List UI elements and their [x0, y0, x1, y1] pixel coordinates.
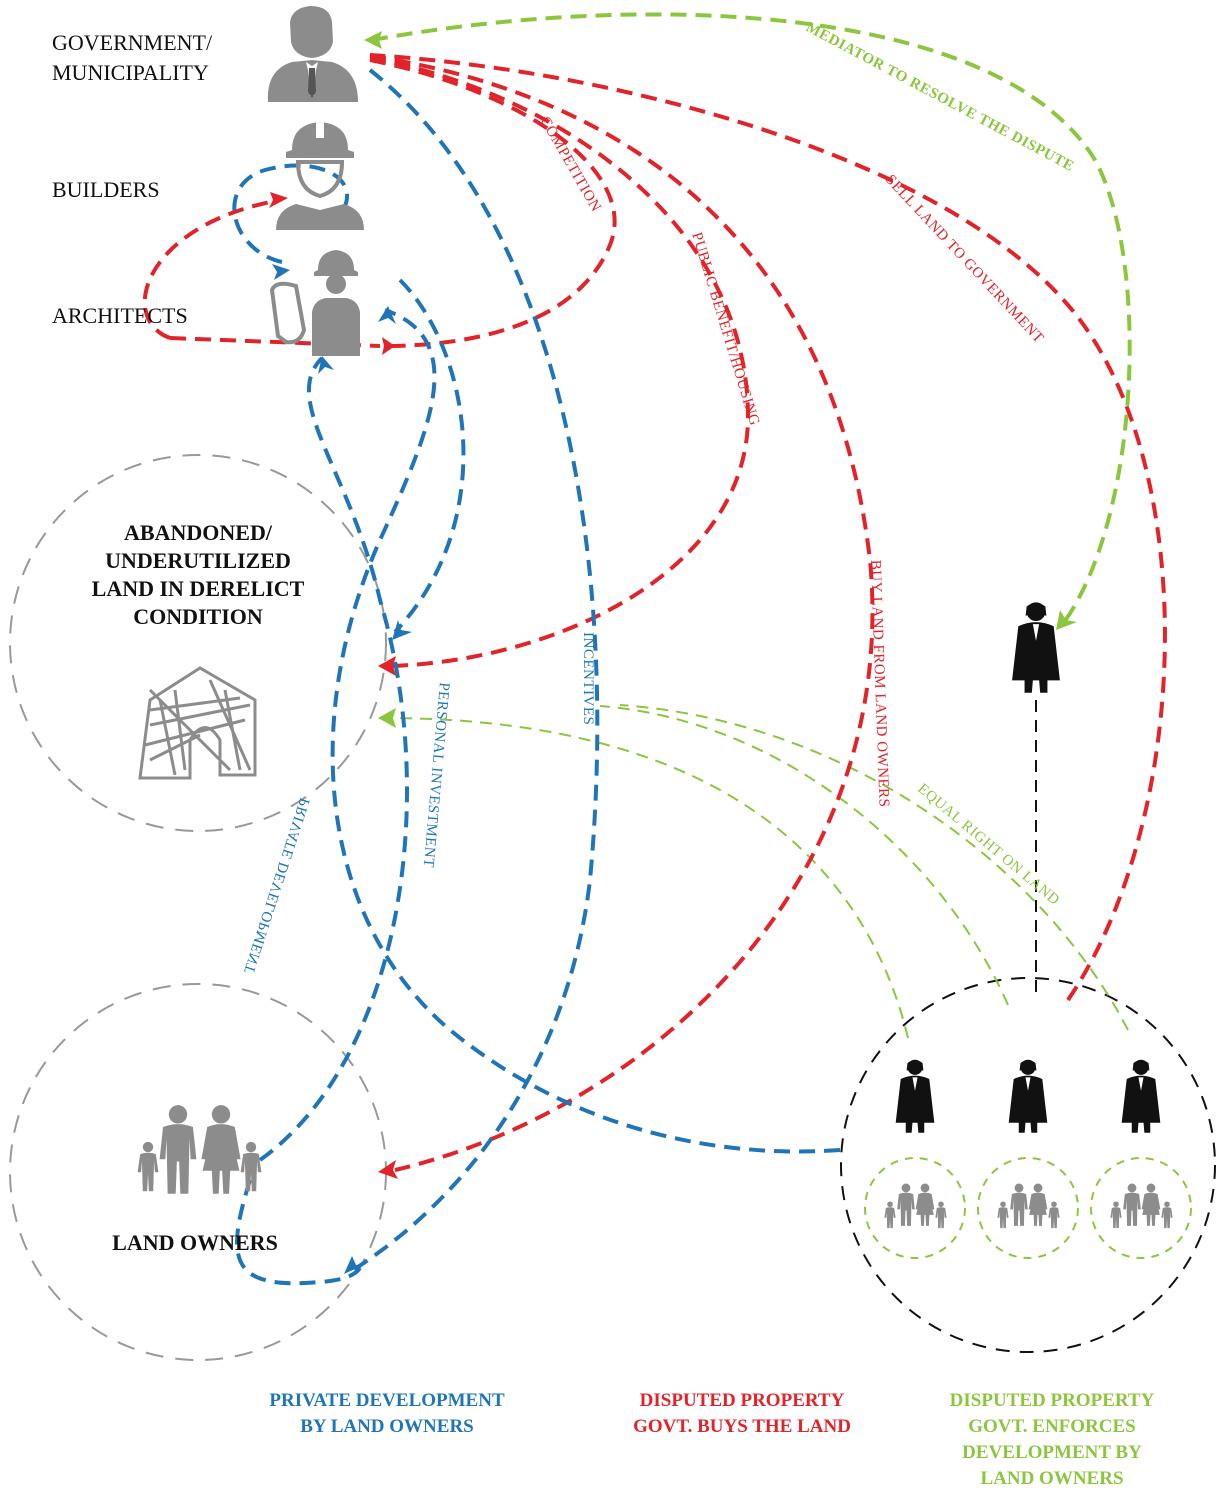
buy-land-arrowhead — [378, 1160, 398, 1179]
architect-to-land-arc — [393, 278, 466, 634]
private-development-label: PRIVATE DEVELOPMENT — [242, 796, 314, 976]
legend: PRIVATE DEVELOPMENT BY LAND OWNERS DISPU… — [269, 1390, 1154, 1489]
legend-green-line4: LAND OWNERS — [980, 1468, 1123, 1489]
legend-red-line1: DISPUTED PROPERTY — [640, 1390, 845, 1411]
family-icon — [884, 1183, 947, 1229]
government-label-line1: GOVERNMENT/ — [52, 30, 213, 55]
legend-green-line1: DISPUTED PROPERTY — [950, 1390, 1155, 1411]
land-circle — [9, 454, 387, 832]
competition-arrowhead — [382, 337, 395, 355]
businessman-icon — [267, 6, 358, 102]
land-label-line4: CONDITION — [133, 604, 263, 629]
public-benefit-label: PUBLIC BENEFIT/HOUSING — [688, 230, 762, 427]
land-label-line1: ABANDONED/ — [124, 520, 273, 545]
judge-icon — [1012, 602, 1060, 693]
owners-circle — [9, 983, 387, 1361]
owners-label: LAND OWNERS — [112, 1230, 278, 1255]
personal-investment-label: PERSONAL INVESTMENT — [420, 682, 452, 869]
buy-land-arc — [369, 54, 875, 1172]
legend-green-line3: DEVELOPMENT BY — [962, 1442, 1142, 1463]
architects-label: ARCHITECTS — [52, 303, 188, 328]
builders-label: BUILDERS — [52, 177, 160, 202]
mediator-arrowhead — [1056, 610, 1077, 630]
judge-icon — [1121, 1059, 1161, 1133]
to-architects-arrowhead — [378, 306, 396, 324]
legend-blue-line1: PRIVATE DEVELOPMENT — [269, 1390, 505, 1411]
private-development-arc — [258, 356, 409, 1162]
buy-land-label: BUY LAND FROM LAND OWNERS — [867, 560, 892, 808]
equal-right-lines — [389, 704, 1129, 1039]
builders-loop-arc — [232, 163, 349, 264]
to-land-arrowhead — [392, 620, 412, 640]
disputants-circle — [840, 977, 1216, 1353]
architects-builders-arc — [142, 200, 271, 340]
family-icon — [1110, 1183, 1173, 1229]
equal-right-label: EQUAL RIGHT ON LAND — [914, 781, 1062, 909]
public-benefit-arrowhead — [378, 656, 396, 676]
private-dev-arrowhead — [318, 356, 334, 374]
family-icon — [137, 1105, 262, 1194]
government-label-line2: MUNICIPALITY — [52, 60, 209, 85]
sell-land-label: SELL LAND TO GOVERNMENT — [882, 172, 1047, 347]
land-label-line3: LAND IN DERELICT — [92, 576, 305, 601]
equal-right-arrowhead — [378, 708, 396, 728]
competition-arc — [369, 58, 617, 348]
disputant-judges — [895, 1059, 1161, 1133]
architect-icon — [269, 250, 360, 356]
family-circle-2 — [977, 1157, 1079, 1259]
sell-land-arc — [369, 53, 1167, 1002]
family-icon — [997, 1183, 1060, 1229]
judge-icon — [1008, 1059, 1048, 1133]
incentives-arrowhead — [344, 1256, 366, 1274]
builders-arrowhead — [269, 192, 288, 208]
incentives-arc — [348, 68, 600, 1274]
legend-red-line2: GOVT. BUYS THE LAND — [633, 1416, 851, 1437]
mediator-start-arrowhead — [364, 31, 382, 49]
family-circle-3 — [1090, 1157, 1192, 1259]
land-label-line2: UNDERUTILIZED — [105, 548, 291, 573]
incentives-label: INCENTIVES — [580, 632, 596, 725]
judge-icon — [895, 1059, 935, 1133]
family-circle-1 — [864, 1157, 966, 1259]
builders-loop-arrowhead — [272, 264, 290, 280]
disputant-families — [884, 1183, 1173, 1229]
personal-investment-arc — [330, 308, 841, 1154]
mediator-arc — [371, 12, 1132, 627]
legend-blue-line2: BY LAND OWNERS — [300, 1416, 474, 1437]
competition-label: COMPETITION — [537, 114, 604, 215]
construction-worker-icon — [276, 122, 364, 230]
derelict-house-icon — [138, 666, 257, 780]
owners-loop-arc — [235, 1179, 362, 1286]
legend-green-line2: GOVT. ENFORCES — [968, 1416, 1136, 1437]
